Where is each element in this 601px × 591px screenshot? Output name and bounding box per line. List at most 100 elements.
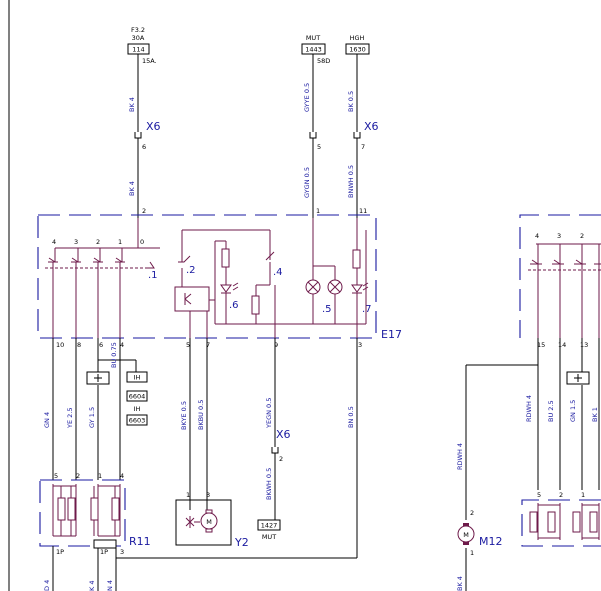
- svg-text:.5: .5: [322, 304, 332, 315]
- svg-text:10: 10: [56, 341, 64, 349]
- svg-text:.1: .1: [148, 270, 158, 281]
- wire-bk4-top: BK 4: [128, 97, 136, 112]
- svg-text:IH: IH: [134, 405, 141, 413]
- svg-text:BK 1: BK 1: [591, 407, 599, 422]
- ref-6604: IH 6604: [126, 371, 148, 402]
- wire-bk4-mid: BK 4: [128, 181, 136, 196]
- svg-text:5: 5: [54, 472, 58, 480]
- resistor-r11-b: [67, 497, 76, 521]
- svg-text:6604: 6604: [129, 393, 146, 401]
- switch-1: .1: [45, 257, 158, 281]
- svg-text:6: 6: [99, 341, 103, 349]
- hgh-box-label: 1630: [349, 46, 366, 54]
- svg-text:RDWH 4: RDWH 4: [456, 443, 464, 470]
- wire-bnwh: BNWH 0.5: [347, 165, 355, 198]
- source-hgh: HGH 1630: [345, 34, 370, 55]
- svg-text:M12: M12: [479, 535, 503, 548]
- svg-text:GN 1.5: GN 1.5: [569, 400, 577, 422]
- svg-text:0: 0: [140, 238, 144, 246]
- svg-text:BKYE 0.5: BKYE 0.5: [180, 401, 188, 430]
- svg-text:2: 2: [142, 207, 146, 215]
- svg-text:1P: 1P: [56, 548, 64, 556]
- svg-text:BN 0.5: BN 0.5: [347, 406, 355, 428]
- svg-text:2: 2: [470, 509, 474, 517]
- resistor-6: [221, 248, 230, 268]
- svg-text:Y2: Y2: [234, 536, 249, 549]
- ref-6603: IH 6603: [126, 405, 148, 426]
- svg-text:BKWH 0.5: BKWH 0.5: [265, 468, 273, 500]
- svg-text:GY 1.5: GY 1.5: [88, 407, 96, 428]
- resistor-7: [352, 249, 361, 269]
- svg-text:BKBU 0.5: BKBU 0.5: [197, 400, 205, 430]
- svg-text:D 4: D 4: [43, 580, 51, 591]
- svg-text:7: 7: [206, 341, 210, 349]
- fuse-rating: 30A: [132, 34, 145, 42]
- resistor-r11-a: [57, 497, 66, 521]
- lamp-5b: [327, 279, 343, 295]
- svg-text:5: 5: [317, 143, 321, 151]
- diode-box-right: [566, 371, 590, 385]
- svg-text:2: 2: [96, 238, 100, 246]
- svg-text:MUT: MUT: [262, 533, 276, 541]
- wire-gyye: GYYE 0.5: [303, 83, 311, 112]
- svg-text:N 4: N 4: [106, 580, 114, 591]
- svg-text:IH: IH: [134, 374, 141, 382]
- svg-text:1: 1: [470, 549, 474, 557]
- fuse-f3-2: F3.2 30A 114 15A.: [127, 26, 157, 65]
- svg-text:1: 1: [98, 472, 102, 480]
- svg-text:6: 6: [142, 143, 146, 151]
- mut-box-label: 1443: [305, 46, 322, 54]
- resistor-4: [251, 295, 260, 315]
- svg-text:1P: 1P: [100, 548, 108, 556]
- module-e17: E17 2 1 11 4 3 2 1 0 .1 .2: [37, 207, 402, 341]
- svg-text:7: 7: [361, 143, 365, 151]
- svg-text:3: 3: [206, 491, 210, 499]
- module-r11: R11 5 2 1 4 1P 1P: [39, 472, 151, 556]
- svg-text:BK 4: BK 4: [456, 576, 464, 591]
- svg-text:R11: R11: [129, 535, 151, 548]
- svg-text:1427: 1427: [261, 522, 278, 530]
- svg-text:5: 5: [186, 341, 190, 349]
- x6-connector-left: X6 6: [134, 120, 161, 151]
- svg-text:1: 1: [186, 491, 190, 499]
- x6-label-left: X6: [146, 120, 161, 133]
- svg-text:4: 4: [120, 472, 124, 480]
- svg-text:15: 15: [537, 341, 545, 349]
- x6-connector-right: X6 5 7: [309, 120, 379, 151]
- svg-text:M: M: [463, 531, 469, 539]
- svg-text:11: 11: [359, 207, 367, 215]
- svg-text:YEGN 0.5: YEGN 0.5: [265, 398, 273, 429]
- svg-text:GN 4: GN 4: [43, 412, 51, 428]
- wire-bk05: BK 0.5: [347, 91, 355, 112]
- svg-text:BU 2.5: BU 2.5: [547, 400, 555, 422]
- svg-text:4: 4: [120, 341, 124, 349]
- svg-text:4: 4: [52, 238, 56, 246]
- svg-text:2: 2: [580, 232, 584, 240]
- svg-text:3: 3: [557, 232, 561, 240]
- fuse-name: F3.2: [131, 26, 145, 34]
- svg-text:2: 2: [76, 472, 80, 480]
- svg-text:3: 3: [74, 238, 78, 246]
- mut-name: MUT: [306, 34, 320, 42]
- svg-text:YE 2.5: YE 2.5: [66, 408, 74, 429]
- svg-text:4: 4: [535, 232, 539, 240]
- svg-text:14: 14: [558, 341, 566, 349]
- svg-text:BU 0.75: BU 0.75: [110, 342, 118, 368]
- svg-text:1: 1: [118, 238, 122, 246]
- svg-text:RDWH 4: RDWH 4: [525, 395, 533, 422]
- svg-text:3: 3: [120, 548, 124, 556]
- svg-text:K 4: K 4: [88, 581, 96, 591]
- wire-gygn: GYGN 0.5: [303, 167, 311, 198]
- motor-m12: 2 M M12 1: [457, 509, 503, 557]
- svg-text:.2: .2: [186, 265, 196, 276]
- module-right-resistors: 5 2 1: [521, 491, 601, 547]
- svg-text:.4: .4: [273, 267, 283, 278]
- svg-text:9: 9: [274, 341, 278, 349]
- resistor-r11-c: [90, 497, 99, 521]
- svg-text:M: M: [206, 518, 212, 526]
- svg-text:.7: .7: [362, 304, 372, 315]
- source-mut: MUT 1443 58D: [301, 34, 330, 65]
- fuse-wire-label: 15A.: [142, 57, 157, 65]
- svg-text:5: 5: [537, 491, 541, 499]
